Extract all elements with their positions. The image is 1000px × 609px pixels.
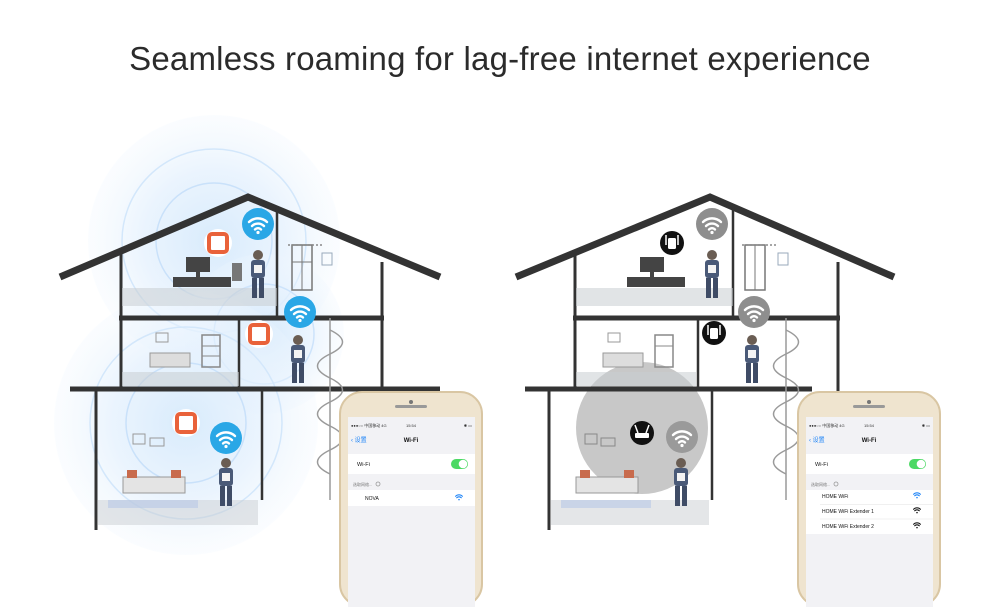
extender-icon bbox=[660, 231, 684, 255]
wifi-toggle[interactable] bbox=[451, 459, 468, 469]
wifi-icon bbox=[738, 296, 770, 328]
mesh-router-icon bbox=[245, 320, 273, 348]
back-button[interactable]: ‹ 设置 bbox=[809, 436, 825, 444]
wifi-row-label: Wi-Fi bbox=[815, 462, 828, 468]
section-label: 选取网络... bbox=[353, 481, 372, 487]
network-row[interactable]: HOME WiFi Extender 1 bbox=[822, 507, 921, 515]
network-row[interactable]: HOME WiFi Extender 2 bbox=[822, 522, 921, 530]
network-name: HOME WiFi Extender 2 bbox=[822, 524, 874, 530]
right-house bbox=[514, 193, 896, 530]
status-carrier: ●●●○○ 中国移动 4G bbox=[351, 422, 387, 428]
status-time: 15:54 bbox=[406, 423, 417, 428]
extender-icon bbox=[702, 321, 726, 345]
network-row[interactable]: NOVA bbox=[365, 494, 463, 502]
mesh-router-icon bbox=[204, 229, 232, 257]
status-battery: ✱ ▭ bbox=[922, 423, 930, 428]
headline: Seamless roaming for lag-free internet e… bbox=[129, 40, 871, 77]
nav-title: Wi-Fi bbox=[862, 438, 877, 444]
network-row[interactable]: HOME WiFi bbox=[822, 492, 921, 500]
status-battery: ✱ ▭ bbox=[464, 423, 472, 428]
left-house bbox=[54, 115, 442, 555]
status-carrier: ●●●○○ 中国移动 4G bbox=[809, 422, 845, 428]
router-icon bbox=[630, 421, 654, 445]
left-phone: ●●●○○ 中国移动 4G 15:54 ✱ ▭ ‹ 设置 Wi-Fi Wi-Fi… bbox=[339, 391, 483, 607]
right-phone: ●●●○○ 中国移动 4G 15:54 ✱ ▭ ‹ 设置 Wi-Fi Wi-Fi… bbox=[797, 391, 941, 607]
wifi-icon bbox=[284, 296, 316, 328]
wifi-toggle[interactable] bbox=[909, 459, 926, 469]
mesh-router-icon bbox=[172, 409, 200, 437]
person-icon bbox=[745, 335, 759, 383]
wifi-icon bbox=[696, 208, 728, 240]
network-name: HOME WiFi Extender 1 bbox=[822, 509, 874, 515]
wifi-icon-blue bbox=[455, 494, 463, 501]
network-name: NOVA bbox=[365, 496, 379, 502]
nav-title: Wi-Fi bbox=[404, 438, 419, 444]
wifi-icon-black bbox=[913, 522, 921, 529]
wifi-row-label: Wi-Fi bbox=[357, 462, 370, 468]
network-name: HOME WiFi bbox=[822, 494, 848, 500]
wifi-icon bbox=[210, 422, 242, 454]
wifi-icon-blue bbox=[913, 492, 921, 499]
wifi-icon bbox=[242, 208, 274, 240]
status-time: 15:54 bbox=[864, 423, 875, 428]
section-label: 选取网络... bbox=[811, 481, 830, 487]
wifi-icon-black bbox=[913, 507, 921, 514]
back-button[interactable]: ‹ 设置 bbox=[351, 436, 367, 444]
wifi-icon bbox=[666, 421, 698, 453]
